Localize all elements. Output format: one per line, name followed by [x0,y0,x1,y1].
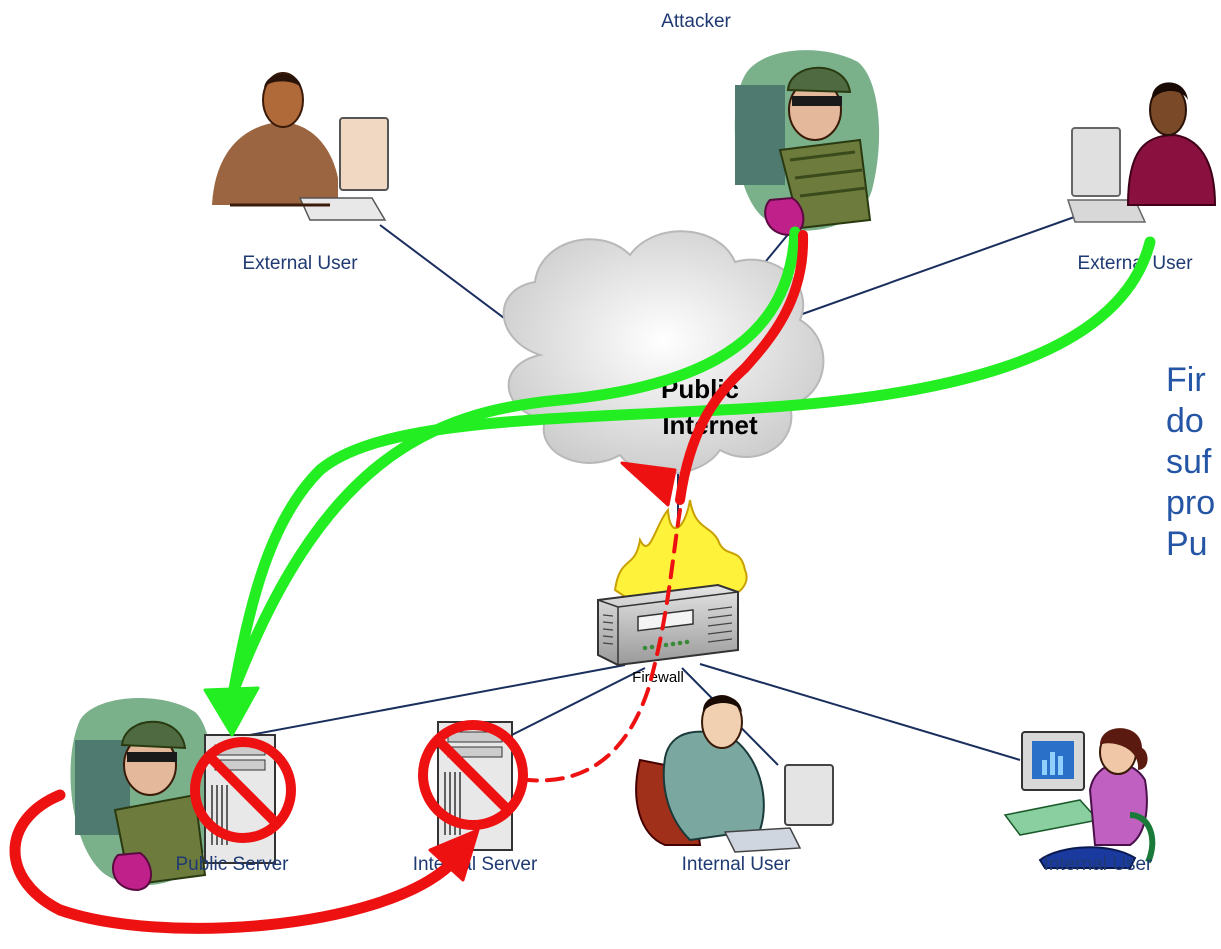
public-internet-cloud: Public Internet [502,230,825,475]
internal-user-1: Internal User [635,695,834,875]
person-at-computer-icon [635,695,834,853]
person-at-computer-icon [212,72,389,221]
external-user-right: External User [1066,82,1217,274]
internal-server-label: Internal Server [413,854,538,875]
allowed-flow-attacker-to-public-server [224,226,801,706]
person-at-computer-icon [1066,82,1217,223]
allowed-flow-arrowhead [203,686,260,737]
thief-icon [734,50,880,237]
explanation-line-4: pro [1166,484,1216,522]
explanation-line-3: suf [1166,443,1212,481]
attack-traffic-flows [9,230,809,934]
attacker-label: Attacker [661,11,731,32]
external-user-left: External User [212,72,389,274]
attack-flow-attacker-into-internet [675,230,809,505]
external-user-right-label: External User [1077,253,1193,274]
explanation-line-5: Pu [1166,525,1208,563]
firewall-label: Firewall [632,669,684,686]
person-at-computer-icon [1003,728,1156,869]
explanation-line-1: Fir [1166,361,1206,399]
internal-user-2-label: Internal User [1044,854,1153,875]
link-internal-user-2 [699,663,1021,761]
thief-icon [70,698,214,892]
blocked-icon [190,737,296,843]
explanation-text: Fir do suf pro Pu [1166,360,1221,565]
internal-user-2: Internal User [1003,728,1156,875]
link-public-server [249,664,626,736]
server-tower-icon [437,721,513,851]
internal-user-1-label: Internal User [682,854,791,875]
allowed-traffic-flows [203,226,1156,737]
blocked-icon [418,720,528,830]
attack-pivot-arrowhead [428,828,480,882]
explanation-line-2: do [1166,402,1204,440]
link-external-right [779,214,1081,323]
firewall-appliance-icon [597,583,739,667]
attack-return-arrowhead [620,461,677,507]
attack-flow-public-to-internal-server [9,789,456,934]
attack-blocked-path-dashed [526,508,682,783]
external-user-left-label: External User [242,253,358,274]
allowed-flow-external-user-to-public-server [226,236,1156,706]
public-server-label: Public Server [176,854,290,875]
firewall: Firewall [597,499,748,686]
public-server: Public Server [70,698,296,892]
attacker: Attacker [661,11,880,237]
flame-icon [613,499,748,602]
